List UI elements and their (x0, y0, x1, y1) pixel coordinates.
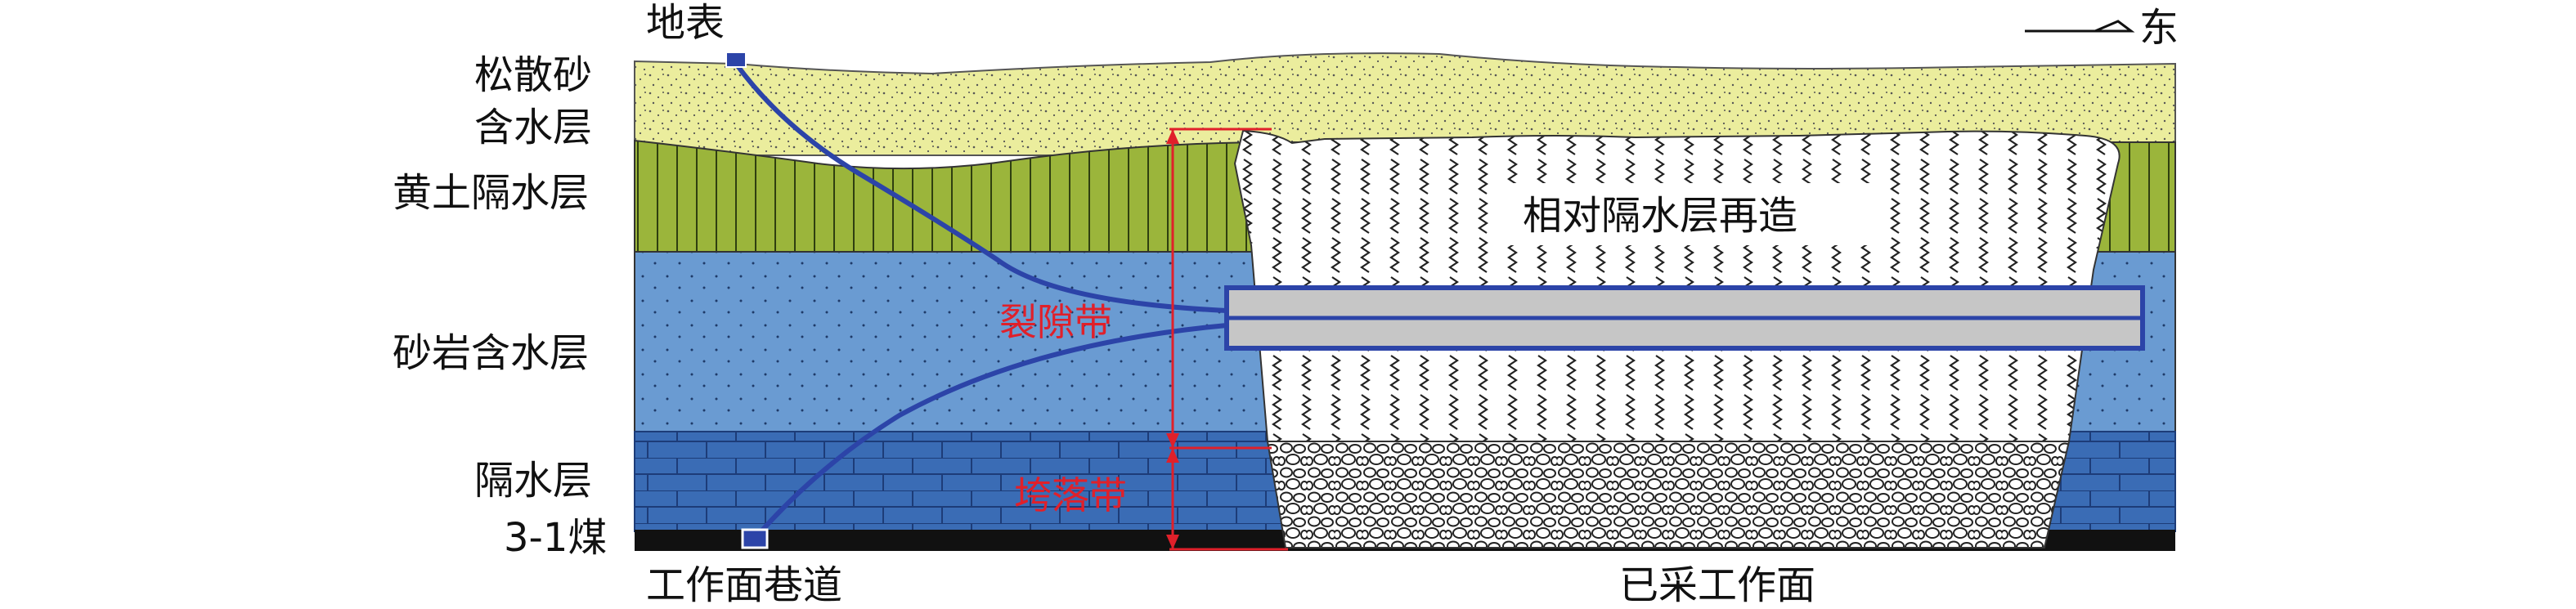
reconstruction-label-box (1488, 183, 1889, 245)
caving-zone-label: 垮落带 (1014, 473, 1127, 517)
surface-label: 地表 (646, 0, 725, 46)
fracture-zone-label: 裂隙带 (999, 300, 1112, 344)
loose-sand-aquifer-layer (634, 52, 2176, 156)
flow-path-from-roadway (752, 323, 1227, 541)
loess-label: 黄土隔水层 (393, 170, 589, 216)
surface-borehole-marker (725, 51, 747, 68)
aquiclude-label: 隔水层 (474, 458, 592, 504)
roadway-label: 工作面巷道 (646, 562, 842, 608)
loose-sand-label-line2: 含水层 (474, 105, 592, 150)
loose-sand-label-line1: 松散砂 (474, 52, 592, 98)
sandstone-label: 砂岩含水层 (393, 330, 589, 376)
flow-path-from-surface (734, 62, 1227, 313)
caving-zone-area (1266, 441, 2071, 549)
roadway-marker (741, 528, 769, 549)
mined-face-label: 已采工作面 (1619, 562, 1815, 608)
east-label: 东 (2139, 5, 2179, 51)
coal-label: 3-1煤 (504, 515, 607, 561)
zone-height-measurement (1166, 128, 1288, 551)
east-direction-arrow-icon (2025, 20, 2135, 33)
reconstruction-label: 相对隔水层再造 (1523, 193, 1797, 239)
